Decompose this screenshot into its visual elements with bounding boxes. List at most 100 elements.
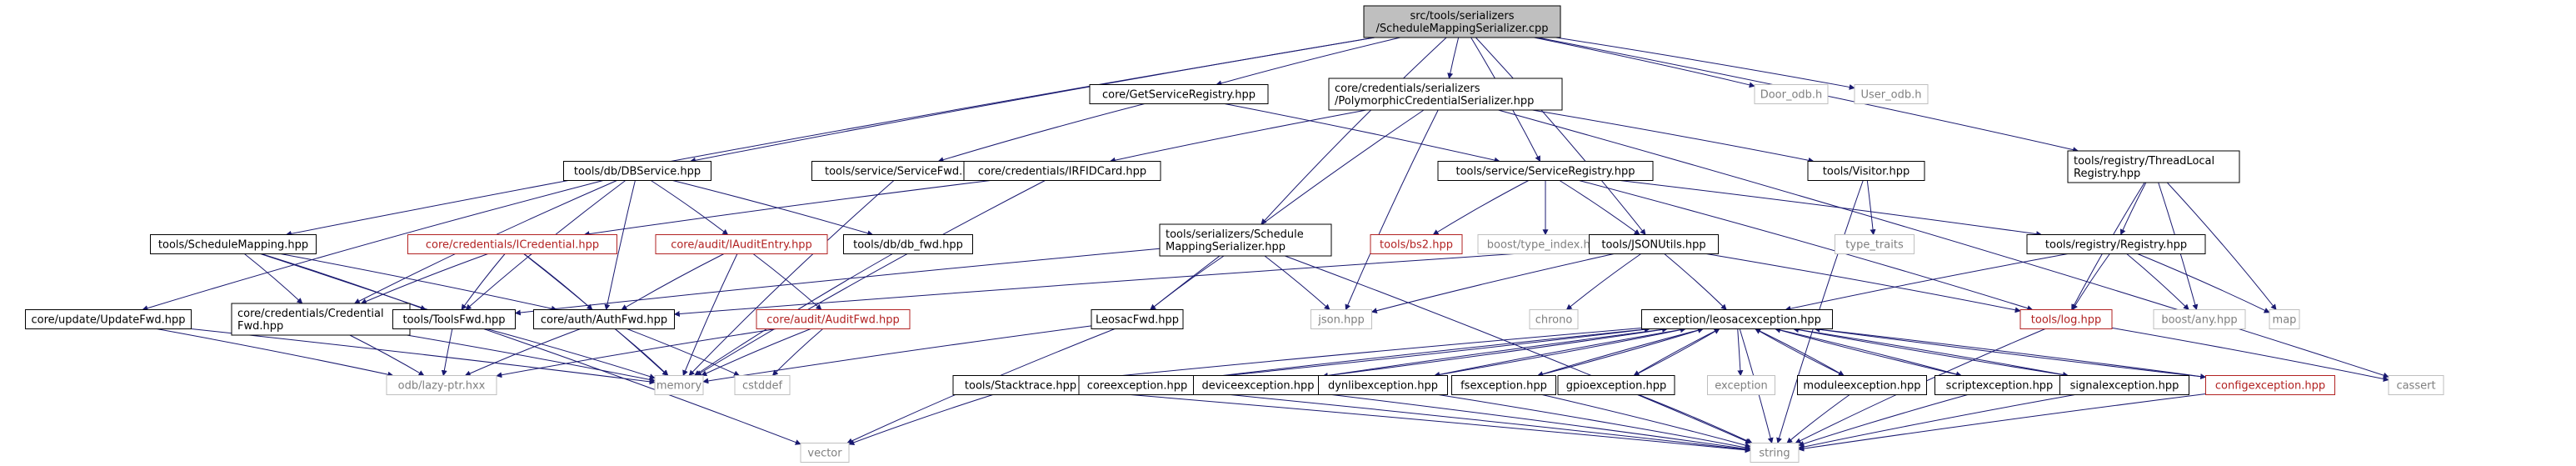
- node-leosacfwd[interactable]: LeosacFwd.hpp: [1091, 309, 1184, 329]
- node-label: tools/JSONUtils.hpp: [1601, 239, 1705, 252]
- node-box: [2059, 375, 2189, 395]
- node-box: [1451, 375, 1556, 395]
- node-iaudit[interactable]: core/audit/IAuditEntry.hpp: [655, 234, 828, 254]
- node-label: tools/log.hpp: [2031, 314, 2101, 327]
- edge-coreexc-to-leosacexc: [1195, 326, 1650, 379]
- node-label: odb/lazy-ptr.hxx: [398, 380, 486, 393]
- edge-root-to-jsonutils: [1475, 37, 1646, 236]
- node-label: core/credentials/ICredential.hpp: [426, 239, 599, 252]
- node-boostany: boost/any.hpp: [2153, 309, 2246, 329]
- node-schedmap[interactable]: tools/ScheduleMapping.hpp: [150, 234, 317, 254]
- node-smser[interactable]: tools/serializers/ScheduleMappingSeriali…: [1159, 223, 1332, 257]
- node-bs2[interactable]: tools/bs2.hpp: [1370, 234, 1463, 254]
- edge-getservreg-to-servicefwd: [937, 103, 1145, 163]
- node-coreexc[interactable]: coreexception.hpp: [1078, 375, 1196, 395]
- edge-authfwd-to-lazyptr: [464, 328, 581, 377]
- edge-tlreg-to-map: [2166, 182, 2277, 311]
- edge-root-to-schedmap: [285, 37, 1375, 237]
- edge-dbservice-to-updfwd: [142, 180, 604, 312]
- node-icred[interactable]: core/credentials/ICredential.hpp: [407, 234, 617, 254]
- node-label: boost/any.hpp: [2161, 314, 2237, 327]
- node-box: [150, 234, 317, 254]
- node-box: [1641, 309, 1833, 329]
- node-box: [843, 234, 973, 254]
- node-layer: src/tools/serializers/ScheduleMappingSer…: [25, 5, 2444, 463]
- node-label: coreexception.hpp: [1087, 380, 1188, 393]
- node-label: cstddef: [742, 380, 783, 393]
- node-dynlibexc[interactable]: dynlibexception.hpp: [1318, 375, 1448, 395]
- node-box: [392, 309, 516, 329]
- edge-gpioexc-to-string: [1638, 394, 1753, 444]
- edge-updfwd-to-memory: [191, 328, 656, 385]
- edge-root-to-getservreg: [1216, 37, 1400, 87]
- node-label: MappingSerializer.hpp: [1166, 241, 1286, 253]
- node-label: chrono: [1535, 314, 1573, 327]
- edge-leosacexc-to-scriptexc: [1775, 328, 1962, 378]
- edge-scriptexc-to-string: [1798, 394, 1968, 447]
- node-updfwd[interactable]: core/update/UpdateFwd.hpp: [25, 309, 192, 329]
- edge-auditfwd-to-memory: [701, 328, 811, 377]
- node-devexc[interactable]: deviceexception.hpp: [1193, 375, 1323, 395]
- edge-leosacfwd-to-memory: [702, 325, 1092, 384]
- node-label: src/tools/serializers: [1410, 10, 1515, 23]
- edge-leosacexc-to-coreexc: [1195, 328, 1650, 382]
- node-cassert: cassert: [2388, 375, 2444, 395]
- edge-smser-to-leosacfwd: [1150, 255, 1225, 310]
- edge-fsexc-to-leosacexc: [1537, 328, 1704, 376]
- node-jsonutils[interactable]: tools/JSONUtils.hpp: [1589, 234, 1719, 254]
- node-root[interactable]: src/tools/serializers/ScheduleMappingSer…: [1363, 5, 1561, 38]
- node-label: memory: [656, 380, 702, 393]
- node-servicefwd[interactable]: tools/service/ServiceFwd.hpp: [811, 161, 996, 181]
- edge-schedmap-to-vector: [260, 253, 801, 445]
- edge-coreexc-to-string: [1195, 390, 1751, 453]
- node-toolsfwd[interactable]: tools/ToolsFwd.hpp: [392, 309, 516, 329]
- edge-sigexc-to-string: [1798, 394, 2075, 450]
- node-visitor[interactable]: tools/Visitor.hpp: [1807, 161, 1925, 181]
- node-box: [734, 375, 791, 395]
- node-label: core/credentials/IRFIDCard.hpp: [978, 166, 1146, 178]
- edge-servreg-to-bs2: [1432, 180, 1529, 235]
- edge-dynlibexc-to-string: [1438, 394, 1751, 451]
- node-scriptexc[interactable]: scriptexception.hpp: [1934, 375, 2064, 395]
- node-polyser[interactable]: core/credentials/serializers/Polymorphic…: [1328, 78, 1563, 111]
- node-loghpp[interactable]: tools/log.hpp: [2019, 309, 2113, 329]
- node-exception: exception: [1707, 375, 1775, 395]
- node-label: tools/service/ServiceFwd.hpp: [825, 166, 983, 178]
- edge-schedmap-to-credfwd: [244, 253, 303, 304]
- edge-auditfwd-to-lazyptr: [496, 328, 776, 378]
- node-label: type_traits: [1845, 239, 1904, 252]
- edge-leosacexc-to-dynlibexc: [1434, 328, 1686, 378]
- node-box: [1310, 309, 1372, 329]
- node-getservreg[interactable]: core/GetServiceRegistry.hpp: [1089, 84, 1269, 104]
- node-dbfwd[interactable]: tools/db/db_fwd.hpp: [843, 234, 973, 254]
- node-label: configexception.hpp: [2215, 380, 2325, 393]
- node-sigexc[interactable]: signalexception.hpp: [2059, 375, 2189, 395]
- node-servreg[interactable]: tools/service/ServiceRegistry.hpp: [1437, 161, 1654, 181]
- node-box: [1328, 78, 1563, 111]
- node-box: [800, 443, 850, 463]
- node-registry[interactable]: tools/registry/Registry.hpp: [2026, 234, 2206, 254]
- node-auditfwd[interactable]: core/audit/AuditFwd.hpp: [756, 309, 911, 329]
- edge-leosacexc-to-modexc: [1755, 328, 1845, 376]
- node-label: dynlibexception.hpp: [1328, 380, 1438, 393]
- node-dbservice[interactable]: tools/db/DBService.hpp: [563, 161, 711, 181]
- edge-polyser-to-jsonhpp: [1345, 109, 1439, 311]
- node-label: core/auth/AuthFwd.hpp: [541, 314, 667, 327]
- node-fsexc[interactable]: fsexception.hpp: [1451, 375, 1556, 395]
- node-vector: vector: [800, 443, 850, 463]
- node-leosacexc[interactable]: exception/leosacexception.hpp: [1641, 309, 1833, 329]
- node-authfwd[interactable]: core/auth/AuthFwd.hpp: [533, 309, 675, 329]
- node-irfid[interactable]: core/credentials/IRFIDCard.hpp: [963, 161, 1161, 181]
- edge-root-to-smser: [1261, 37, 1447, 225]
- edge-leosacexc-to-exception: [1737, 328, 1744, 377]
- node-modexc[interactable]: moduleexception.hpp: [1797, 375, 1927, 395]
- edge-auditfwd-to-cstddef: [771, 328, 823, 376]
- node-gpioexc[interactable]: gpioexception.hpp: [1557, 375, 1675, 395]
- node-confexc[interactable]: configexception.hpp: [2205, 375, 2335, 395]
- node-box: [1529, 309, 1579, 329]
- edge-jsonutils-to-chrono: [1565, 253, 1641, 310]
- edge-leosacexc-to-gpioexc: [1633, 328, 1720, 376]
- node-stacktrace[interactable]: tools/Stacktrace.hpp: [952, 375, 1089, 395]
